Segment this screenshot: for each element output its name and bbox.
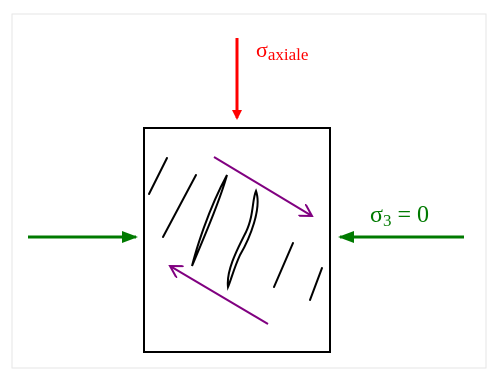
shear-arrow-top <box>214 157 312 216</box>
figure-frame <box>12 14 486 368</box>
rock-specimen <box>144 128 330 352</box>
crack-line <box>149 158 167 194</box>
shear-arrow-bottom <box>170 266 268 324</box>
crack-line <box>274 243 293 287</box>
open-fracture-right <box>228 191 258 287</box>
micro-cracks <box>149 158 322 300</box>
open-fracture-left <box>192 175 227 266</box>
axial-stress-label: σaxiale <box>256 37 308 64</box>
crack-line <box>310 268 322 300</box>
confining-stress-label: σ3 = 0 <box>370 202 429 230</box>
crack-line <box>163 175 196 237</box>
